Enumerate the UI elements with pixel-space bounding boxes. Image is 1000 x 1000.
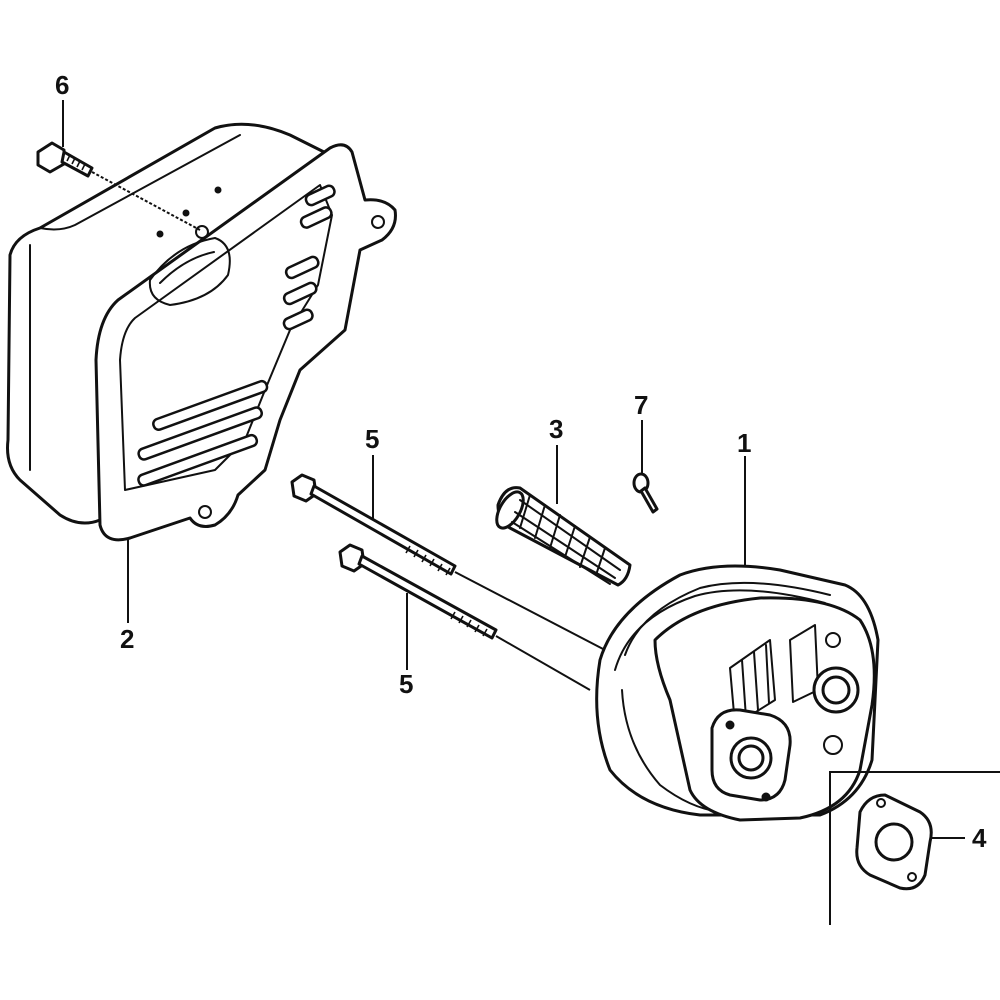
callout-7: 7 — [634, 390, 648, 420]
leader-lines — [62, 100, 965, 839]
callout-6: 6 — [55, 70, 69, 100]
tapping-screw — [632, 472, 659, 514]
muffler-protector — [6, 122, 397, 542]
flange-bolt — [36, 141, 201, 231]
gasket — [829, 771, 1000, 925]
callout-1: 1 — [737, 428, 751, 458]
callout-2: 2 — [120, 624, 134, 654]
muffler — [595, 564, 880, 822]
callout-5-upper: 5 — [365, 424, 379, 454]
callout-labels: 6 2 5 5 3 7 1 4 — [55, 70, 987, 853]
stud-bolt-lower — [338, 543, 591, 691]
stud-bolt-upper — [290, 473, 606, 651]
callout-3: 3 — [549, 414, 563, 444]
callout-5-lower: 5 — [399, 669, 413, 699]
callout-4: 4 — [972, 823, 987, 853]
spark-arrester — [495, 486, 632, 587]
